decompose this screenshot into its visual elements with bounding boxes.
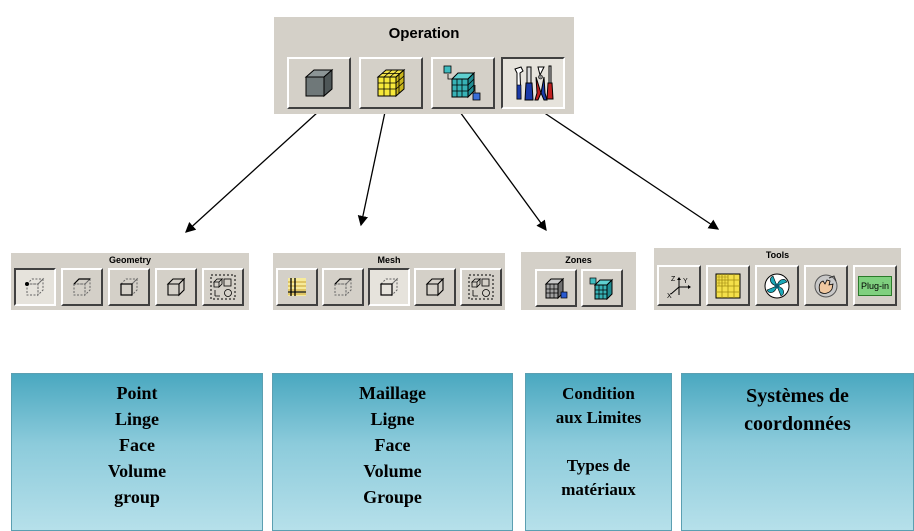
plugin-label: Plug-in <box>860 280 889 291</box>
tools-customize-button[interactable] <box>804 265 848 306</box>
mesh-volume-button[interactable] <box>414 268 456 306</box>
card-line: Groupe <box>363 487 422 507</box>
volume-cube-icon <box>425 277 445 297</box>
tools-size-function-button[interactable] <box>706 265 750 306</box>
card-line: Condition <box>562 384 635 403</box>
card-line: Face <box>374 435 411 455</box>
tools-description-card: Systèmes de coordonnées <box>681 373 914 531</box>
group-shapes-icon <box>468 274 494 300</box>
mesh-boundary-layer-button[interactable] <box>276 268 318 306</box>
face-cube-icon <box>119 277 139 297</box>
mesh-edge-button[interactable] <box>322 268 364 306</box>
card-line: Face <box>119 435 155 455</box>
mesh-toolbar: Mesh <box>273 253 505 310</box>
card-line: matériaux <box>561 480 636 499</box>
svg-text:Y: Y <box>683 278 688 285</box>
card-line: Volume <box>107 461 167 481</box>
turbo-fan-icon <box>764 273 790 298</box>
tools-turbo-button[interactable] <box>755 265 799 306</box>
zones-description-card: Condition aux Limites Types de matériaux <box>525 373 672 531</box>
zones-operation-button[interactable] <box>431 57 495 109</box>
card-line: Maillage <box>359 383 426 403</box>
svg-text:Z: Z <box>671 276 676 283</box>
continuum-cube-icon <box>544 277 568 300</box>
card-line: Types de <box>566 456 631 475</box>
zones-toolbar-title: Zones <box>565 255 592 265</box>
face-cube-icon <box>379 277 399 297</box>
solid-cube-icon <box>304 68 334 98</box>
zones-specify-continuum-button[interactable] <box>535 269 577 307</box>
card-line: Systèmes de <box>746 385 849 407</box>
arrow-geometry <box>185 111 319 233</box>
svg-text:X: X <box>667 293 672 299</box>
boundary-layer-icon <box>288 278 306 296</box>
arrow-mesh <box>357 111 386 227</box>
arrow-tools <box>542 111 720 230</box>
geometry-face-button[interactable] <box>108 268 150 306</box>
tools-plugin-button[interactable]: Plug-in <box>853 265 897 306</box>
card-line: coordonnées <box>744 413 851 435</box>
boundary-cube-icon <box>589 277 614 300</box>
geometry-vertex-button[interactable] <box>14 268 56 306</box>
vertex-cube-icon <box>25 277 45 297</box>
geometry-group-button[interactable] <box>202 268 244 306</box>
toolkit-icon <box>514 65 554 101</box>
operation-title: Operation <box>388 25 460 42</box>
tools-toolbar-title: Tools <box>765 250 790 260</box>
mesh-face-button[interactable] <box>368 268 410 306</box>
size-function-icon <box>715 273 741 298</box>
card-line: group <box>114 487 160 507</box>
zones-toolbar: Zones <box>521 252 636 310</box>
card-line: aux Limites <box>555 408 642 427</box>
mesh-operation-button[interactable] <box>359 57 423 109</box>
card-spacer <box>526 430 671 454</box>
operation-toolbar: Operation <box>274 17 574 114</box>
card-line: Volume <box>363 461 422 481</box>
geometry-edge-button[interactable] <box>61 268 103 306</box>
zones-specify-boundary-button[interactable] <box>581 269 623 307</box>
card-line: Ligne <box>370 409 415 429</box>
coordinate-axes-icon: Z Y X <box>667 276 691 299</box>
card-line: Linge <box>114 409 159 429</box>
mesh-group-button[interactable] <box>460 268 502 306</box>
tools-toolbar: Tools Z Y X Plug-in <box>654 248 901 310</box>
volume-cube-icon <box>166 277 186 297</box>
plugin-icon: Plug-in <box>858 275 892 296</box>
mesh-description-card: Maillage Ligne Face Volume Groupe <box>272 373 513 531</box>
tools-coordinate-system-button[interactable]: Z Y X <box>657 265 701 306</box>
mesh-cube-icon <box>376 68 406 98</box>
edge-cube-icon <box>72 277 92 297</box>
edge-cube-icon <box>333 277 353 297</box>
geometry-toolbar-title: Geometry <box>108 255 152 265</box>
geometry-description-card: Point Linge Face Volume group <box>11 373 263 531</box>
geometry-operation-button[interactable] <box>287 57 351 109</box>
zones-cube-icon <box>443 65 481 101</box>
arrow-zones <box>459 111 547 232</box>
mesh-toolbar-title: Mesh <box>377 255 401 265</box>
tools-operation-button[interactable] <box>501 57 565 109</box>
hand-icon <box>814 274 838 297</box>
card-line: Point <box>116 383 158 403</box>
geometry-toolbar: Geometry <box>11 253 249 310</box>
geometry-volume-button[interactable] <box>155 268 197 306</box>
group-shapes-icon <box>210 274 236 300</box>
